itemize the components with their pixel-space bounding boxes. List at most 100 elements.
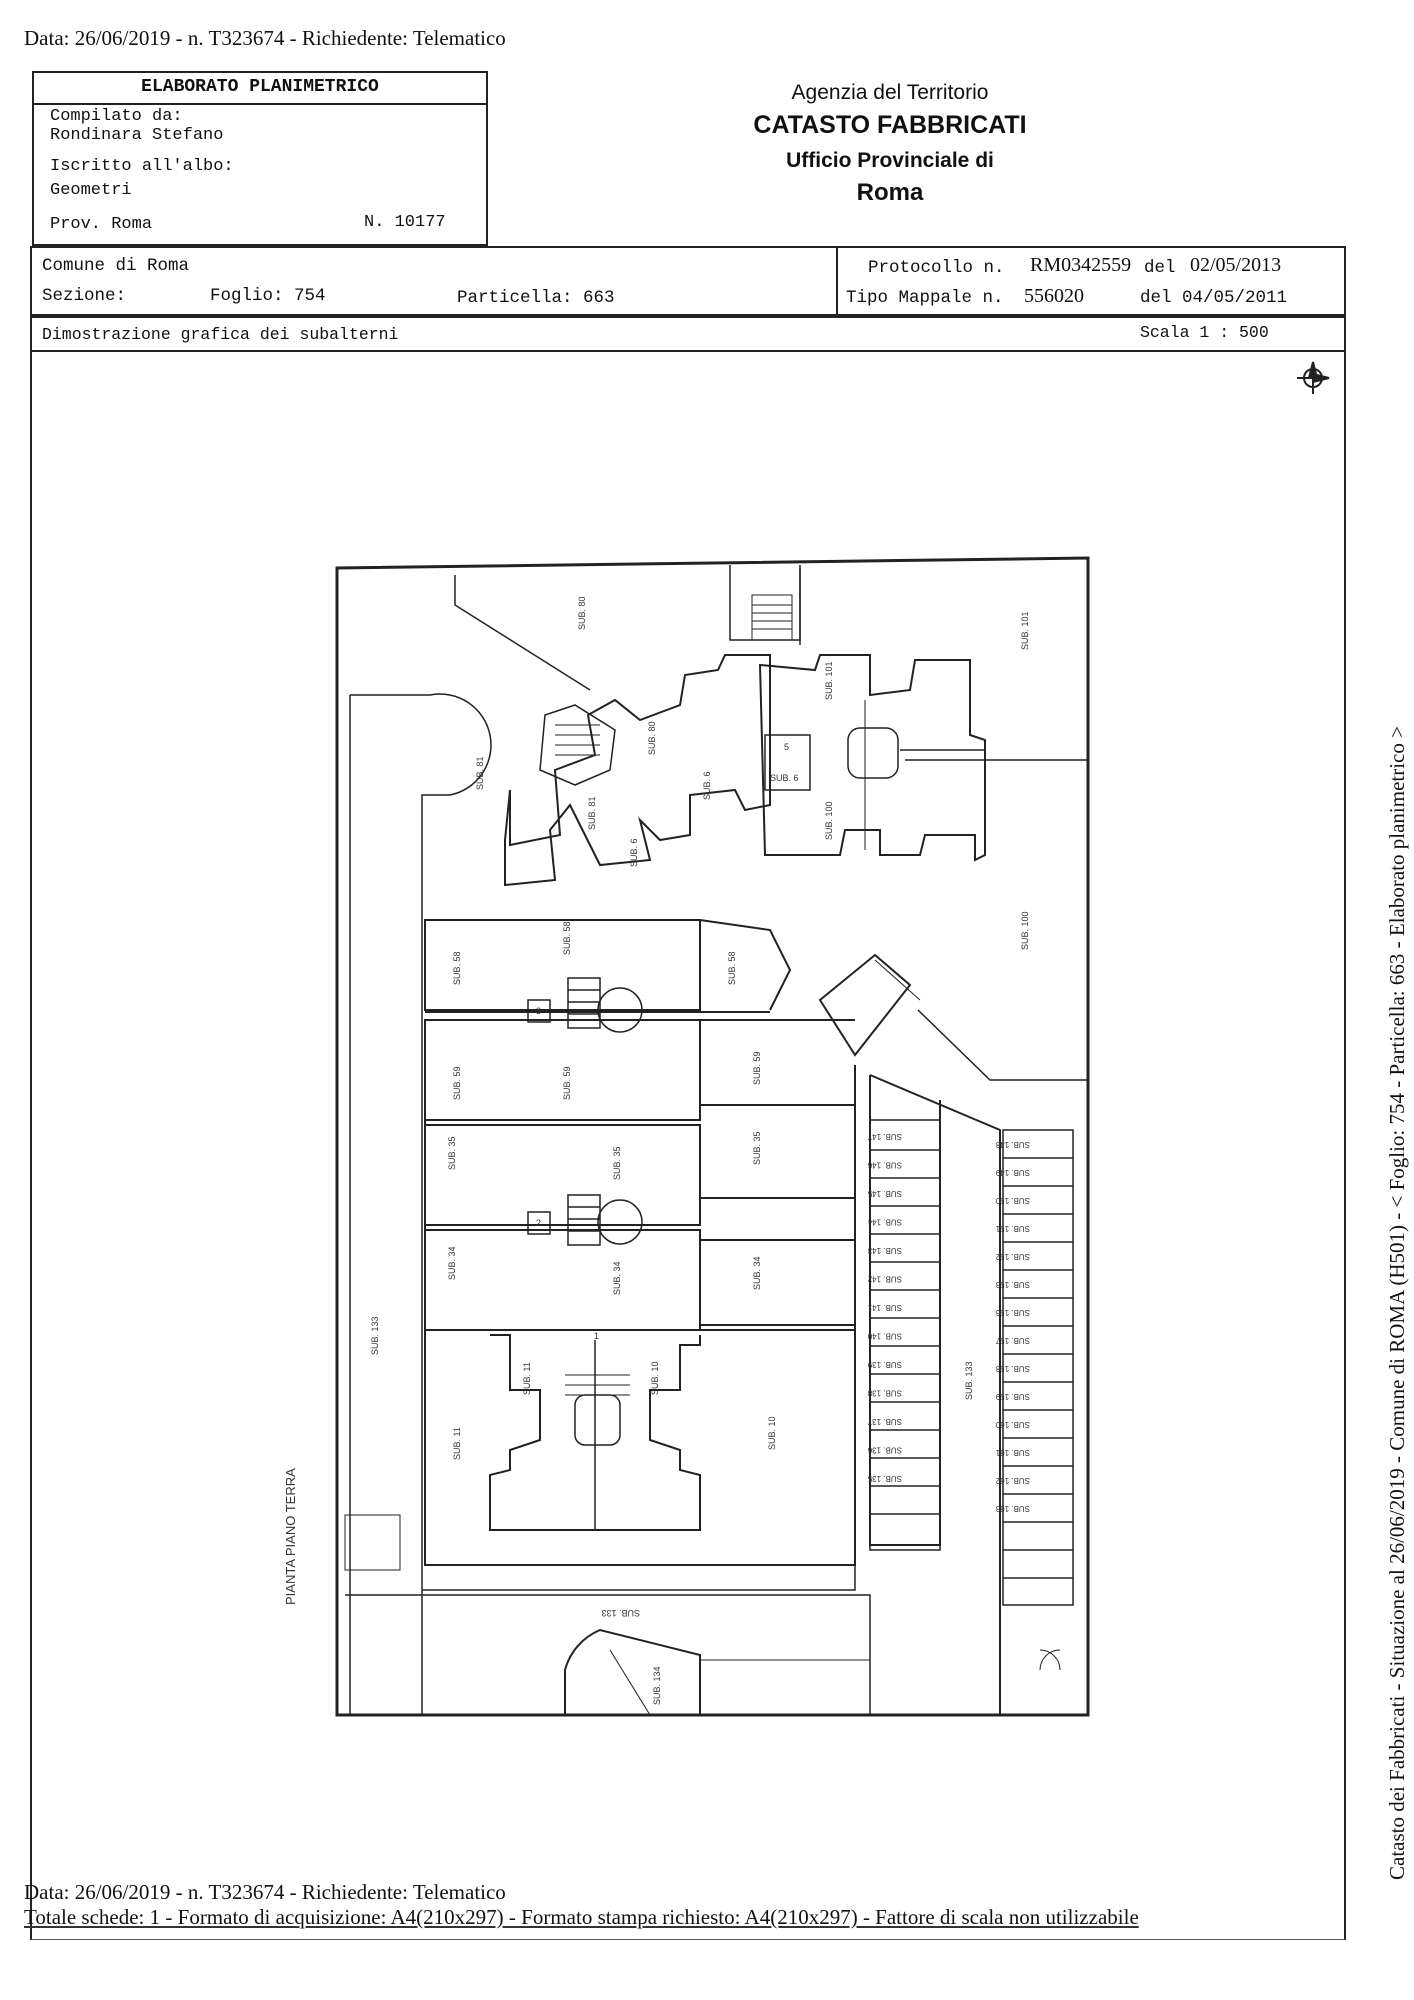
catasto-title: CATASTO FABBRICATI — [753, 111, 1027, 140]
parking-stall-label: SUB. 140 — [867, 1332, 902, 1341]
tipo-mappale-label: Tipo Mappale n. — [846, 288, 1004, 308]
parking-stall-label: SUB. 147 — [867, 1132, 902, 1141]
sub-35-label: SUB. 35 — [612, 1146, 622, 1180]
parking-stall-label: SUB. 136 — [867, 1446, 902, 1455]
sub-101-label: SUB. 101 — [824, 661, 834, 700]
parking-stall-label: SUB. 141 — [867, 1303, 902, 1312]
parking-stall-label: SUB. 144 — [867, 1218, 902, 1227]
building-block-northeast — [758, 654, 986, 862]
parking-stall-label: SUB. 151 — [995, 1224, 1030, 1233]
parking-stall-label: SUB. 142 — [867, 1275, 902, 1284]
dimostrazione-label: Dimostrazione grafica dei subalterni — [42, 325, 399, 344]
room-number: 3 — [536, 1006, 541, 1016]
parking-stall-label: SUB. 138 — [867, 1389, 902, 1398]
sub-100-label: SUB. 100 — [824, 801, 834, 840]
north-arrow-icon — [1297, 361, 1330, 394]
comune: Comune di Roma — [42, 256, 190, 276]
footer-format-line: Totale schede: 1 - Formato di acquisizio… — [24, 1905, 1139, 1929]
iscrizione-numero: N. 10177 — [364, 213, 446, 232]
sub-58-label: SUB. 58 — [727, 951, 737, 985]
parking-stall-label: SUB. 146 — [867, 1161, 902, 1170]
sub-81-label: SUB. 81 — [475, 756, 485, 790]
sub-59-label: SUB. 59 — [452, 1066, 462, 1100]
ufficio-city: Roma — [856, 178, 924, 206]
sub-11-label: SUB. 11 — [522, 1362, 532, 1395]
sub-35-label: SUB. 35 — [752, 1131, 762, 1165]
sezione-label: Sezione: — [42, 286, 127, 306]
compilato-name: Rondinara Stefano — [50, 126, 224, 145]
protocollo-date: 02/05/2013 — [1190, 254, 1282, 276]
parking-stall-label: SUB. 150 — [995, 1196, 1030, 1205]
footer-date-line: Data: 26/06/2019 - n. T323674 - Richiede… — [24, 1880, 506, 1904]
sub-6-label: SUB. 6 — [702, 771, 712, 800]
site-boundary — [335, 556, 1090, 1717]
protocollo-label: Protocollo n. — [868, 258, 1005, 278]
sub-34-label: SUB. 34 — [752, 1256, 762, 1290]
parking-stall-label: SUB. 152 — [995, 1252, 1030, 1261]
sub-101-label: SUB. 101 — [1020, 611, 1030, 650]
drawing-frame — [30, 350, 1346, 1940]
tipo-mappale-value: 556020 — [1024, 285, 1084, 307]
ufficio-label: Ufficio Provinciale di — [786, 148, 994, 172]
scale-row: Dimostrazione grafica dei subalterni Sca… — [30, 316, 1346, 352]
room-number: 1 — [594, 1331, 599, 1341]
sub-133-label: SUB. 133 — [370, 1316, 380, 1355]
prov-value: Prov. Roma — [50, 215, 153, 234]
parking-stall-label: SUB. 143 — [867, 1246, 902, 1255]
sub-80-label: SUB. 80 — [647, 721, 657, 755]
sub-134-label: SUB. 134 — [652, 1666, 662, 1705]
parking-stall-label: SUB. 158 — [995, 1364, 1030, 1373]
parking-stall-label: SUB. 162 — [995, 1476, 1030, 1485]
ground-floor-label: PIANTA PIANO TERRA — [283, 1468, 298, 1605]
scale-value: Scala 1 : 500 — [1140, 323, 1269, 342]
iscritto-label: Iscritto all'albo: — [50, 157, 234, 176]
elaborato-title: ELABORATO PLANIMETRICO — [34, 73, 486, 105]
agency-name: Agenzia del Territorio — [791, 81, 989, 104]
parking-stall-label: SUB. 135 — [867, 1474, 902, 1483]
sub-58-label: SUB. 58 — [452, 951, 462, 985]
sub-34-label: SUB. 34 — [612, 1261, 622, 1295]
sub-35-label: SUB. 35 — [447, 1136, 457, 1170]
protocollo-value: RM0342559 — [1030, 254, 1132, 276]
info-divider — [836, 248, 838, 314]
parking-stall-label: SUB. 159 — [995, 1392, 1030, 1401]
parking-stall-label: SUB. 149 — [995, 1168, 1030, 1177]
parking-stall-label: SUB. 156 — [995, 1308, 1030, 1317]
parking-stall-label: SUB. 145 — [867, 1189, 902, 1198]
sub-133-label: SUB. 133 — [964, 1361, 974, 1400]
header-info-line: Data: 26/06/2019 - n. T323674 - Richiede… — [24, 26, 506, 50]
sub-11-label: SUB. 11 — [452, 1427, 462, 1460]
parking-stall-label: SUB. 153 — [995, 1280, 1030, 1289]
parking-stall-label: SUB. 161 — [995, 1448, 1030, 1457]
sub-6-label: SUB. 6 — [629, 838, 639, 867]
sub-34-label: SUB. 34 — [447, 1246, 457, 1280]
sub-100-label: SUB. 100 — [1020, 911, 1030, 950]
cadastral-info-box: Comune di Roma Sezione: Foglio: 754 Part… — [30, 246, 1346, 316]
sub-80-label: SUB. 80 — [577, 596, 587, 630]
elaborato-box: ELABORATO PLANIMETRICO Compilato da: Ron… — [32, 71, 488, 246]
sub-10-label: SUB. 10 — [767, 1416, 777, 1450]
sub-6-label: SUB. 6 — [770, 773, 799, 783]
compilato-label: Compilato da: — [50, 107, 183, 126]
room-number: 2 — [536, 1218, 541, 1228]
parking-stall-label: SUB. 148 — [995, 1140, 1030, 1149]
protocollo-del-label: del — [1144, 258, 1176, 278]
particella: Particella: 663 — [457, 288, 615, 308]
room-number: 5 — [784, 742, 789, 752]
sub-10-label: SUB. 10 — [650, 1361, 660, 1395]
sub-59-label: SUB. 59 — [752, 1051, 762, 1085]
parking-stall-label: SUB. 160 — [995, 1420, 1030, 1429]
tipo-mappale-date: del 04/05/2011 — [1140, 288, 1288, 308]
foglio: Foglio: 754 — [210, 286, 326, 306]
albo-value: Geometri — [50, 181, 132, 200]
agency-block: Agenzia del Territorio CATASTO FABBRICAT… — [640, 80, 1140, 208]
building-block-south — [489, 1334, 701, 1531]
sub-59-label: SUB. 59 — [562, 1066, 572, 1100]
parking-stall-label: SUB. 163 — [995, 1504, 1030, 1513]
sub-81-label: SUB. 81 — [587, 796, 597, 830]
parking-stall-label: SUB. 137 — [867, 1417, 902, 1426]
sub-58-label: SUB. 58 — [562, 921, 572, 955]
parking-stall-label: SUB. 139 — [867, 1360, 902, 1369]
side-caption: Catasto dei Fabbricati - Situazione al 2… — [1385, 726, 1409, 1880]
